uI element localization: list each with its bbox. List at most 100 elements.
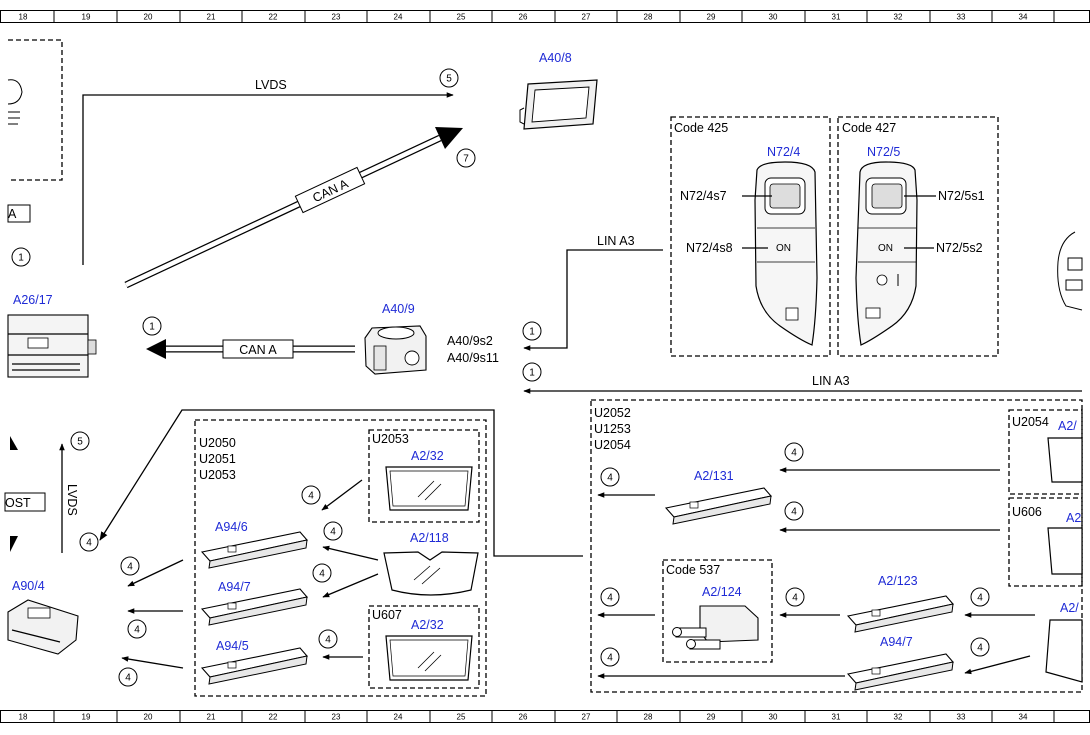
ruler-number: 31 xyxy=(832,13,841,22)
variant-label: U2050 xyxy=(199,436,236,450)
lvds-vertical-label: LVDS xyxy=(65,484,79,516)
a40-9s2-label: A40/9s2 xyxy=(447,334,493,348)
n72-4s7-label: N72/4s7 xyxy=(680,189,727,203)
ref-circle: 1 xyxy=(529,368,535,379)
a40-9-label: A40/9 xyxy=(382,302,415,316)
a2-124-label: A2/124 xyxy=(702,585,742,599)
ruler-number: 26 xyxy=(519,713,528,722)
ruler-number: 19 xyxy=(82,13,91,22)
ref-circle: 4 xyxy=(127,562,133,573)
ruler-number: 34 xyxy=(1019,713,1028,722)
ref-circle: 4 xyxy=(791,507,797,518)
n72-5-label: N72/5 xyxy=(867,145,900,159)
a40-9s11-label: A40/9s11 xyxy=(447,351,499,365)
code-537-label: Code 537 xyxy=(666,563,720,577)
ref-circle: 1 xyxy=(529,327,535,338)
n72-4-label: N72/4 xyxy=(767,145,800,159)
a40-9-unit: A40/9 A40/9s2 A40/9s11 xyxy=(364,302,499,375)
ref-circle: 4 xyxy=(791,448,797,459)
a90-4-label: A90/4 xyxy=(12,579,45,593)
ruler-number: 23 xyxy=(332,713,341,722)
a40-8-label: A40/8 xyxy=(539,51,572,65)
ref-circle: 4 xyxy=(607,473,613,484)
variant-box-label: U607 xyxy=(372,608,402,622)
a26-17-label: A26/17 xyxy=(13,293,53,307)
ruler-number: 29 xyxy=(707,13,716,22)
variant-box-label: U2053 xyxy=(372,432,409,446)
n72-5s2-label: N72/5s2 xyxy=(936,241,983,255)
ruler-number: 23 xyxy=(332,13,341,22)
ref-circle: 4 xyxy=(125,673,131,684)
ref-circle: 5 xyxy=(77,437,83,448)
ruler-number: 21 xyxy=(207,13,216,22)
ref-circle: 5 xyxy=(446,74,452,85)
lin-a3-label: LIN A3 xyxy=(812,374,850,388)
a2-32-label: A2/32 xyxy=(411,618,444,632)
ref-circle: 4 xyxy=(86,538,92,549)
ruler-number: 24 xyxy=(394,713,403,722)
ruler-number: 26 xyxy=(519,13,528,22)
ruler-number: 25 xyxy=(457,713,466,722)
a2-123-label: A2/123 xyxy=(878,574,918,588)
ref-circle: 4 xyxy=(325,635,331,646)
a2-edge-label: A2/ xyxy=(1060,601,1079,615)
ruler-number: 22 xyxy=(269,13,278,22)
variant-label: U2051 xyxy=(199,452,236,466)
left-group-outputs: 4 4 4 xyxy=(118,556,184,687)
antenna-feed-line xyxy=(99,409,583,557)
on-button-label: ON xyxy=(776,243,791,254)
ruler-number: 18 xyxy=(19,13,28,22)
ref-circle: 4 xyxy=(792,593,798,604)
ruler-number: 18 xyxy=(19,713,28,722)
ruler-number: 25 xyxy=(457,13,466,22)
code-425-label: Code 425 xyxy=(674,121,728,135)
ruler-number: 28 xyxy=(644,13,653,22)
a94-5-label: A94/5 xyxy=(216,639,249,653)
ref-circle: 4 xyxy=(308,491,314,502)
ruler-number: 33 xyxy=(957,13,966,22)
ost-fragment-label: OST xyxy=(5,496,31,510)
can-a-diagonal-bus: CAN A 7 xyxy=(124,127,476,289)
code-427-label: Code 427 xyxy=(842,121,896,135)
ref-circle: 4 xyxy=(977,643,983,654)
code-425-group: Code 425 N72/4 ON N72/4s7 N72/4s8 xyxy=(670,116,831,357)
n72-5s1-label: N72/5s1 xyxy=(938,189,985,203)
ruler-number: 28 xyxy=(644,713,653,722)
right-edge-device xyxy=(1057,231,1083,311)
ruler-number: 31 xyxy=(832,713,841,722)
ruler-number: 21 xyxy=(207,713,216,722)
ruler-number: 24 xyxy=(394,13,403,22)
a26-17-unit: A26/17 xyxy=(7,293,97,378)
lin-a3-label: LIN A3 xyxy=(597,234,635,248)
a2-118-label: A2/118 xyxy=(410,531,449,545)
ruler-number: 29 xyxy=(707,713,716,722)
ruler-number: 22 xyxy=(269,713,278,722)
variant-label: U2053 xyxy=(199,468,236,482)
can-a-label: CAN A xyxy=(239,343,277,357)
code-427-group: Code 427 N72/5 ON N72/5s1 N72/5s2 xyxy=(837,116,999,357)
left-edge-fragments: A 1 xyxy=(7,39,63,267)
lin-a3-lower: LIN A3 1 xyxy=(522,362,1082,394)
can-a-horizontal-bus: CAN A 1 xyxy=(142,316,355,359)
left-lower-fragments: OST LVDS 5 4 A90/4 xyxy=(4,431,99,655)
left-fragment-label: A xyxy=(8,207,17,221)
ruler-number: 20 xyxy=(144,713,153,722)
ref-circle: 1 xyxy=(149,322,155,333)
ref-circle: 4 xyxy=(607,593,613,604)
bottom-ruler: 18 19 20 21 22 23 24 25 26 27 28 29 30 3… xyxy=(0,710,1090,723)
lvds-label: LVDS xyxy=(255,78,287,92)
n72-4s8-label: N72/4s8 xyxy=(686,241,733,255)
a2-32-label: A2/32 xyxy=(411,449,444,463)
lamp-icon xyxy=(7,79,23,125)
lin-a3-upper: LIN A3 1 xyxy=(522,234,663,351)
variant-label: U2052 xyxy=(594,406,631,420)
ruler-number: 33 xyxy=(957,713,966,722)
variant-box-label: U606 xyxy=(1012,505,1042,519)
on-button-label: ON xyxy=(878,243,893,254)
a2-131-label: A2/131 xyxy=(694,469,734,483)
variant-box-label: U2054 xyxy=(1012,415,1049,429)
ref-circle: 4 xyxy=(607,653,613,664)
ref-circle: 4 xyxy=(134,625,140,636)
ref-circle: 1 xyxy=(18,253,24,264)
